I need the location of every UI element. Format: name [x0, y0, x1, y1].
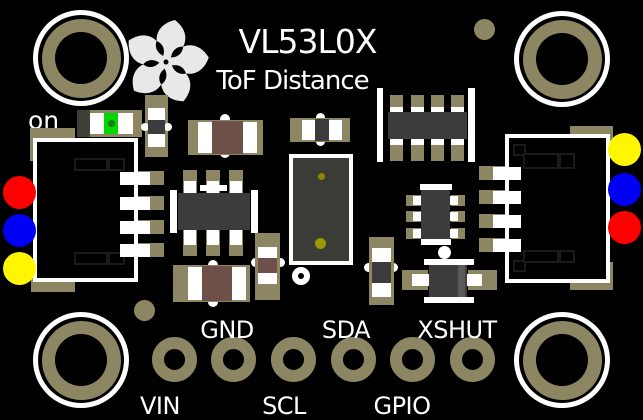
- mounting-hole-top-left: [33, 10, 129, 106]
- mounting-hole-bottom-left: [33, 312, 129, 408]
- sensor-emitter-aperture: [318, 173, 325, 180]
- fiducial-dot-2: [438, 246, 451, 259]
- wire-dot-right-blue[interactable]: [607, 172, 641, 206]
- wire-dot-left-yellow[interactable]: [2, 251, 36, 285]
- adafruit-flower-logo-icon: [128, 19, 209, 102]
- pin-pad-xshut[interactable]: [449, 336, 495, 382]
- pin-label-xshut: XSHUT: [417, 316, 497, 344]
- mounting-hole-top-right: [514, 11, 610, 107]
- wire-dot-left-red[interactable]: [2, 175, 36, 209]
- wire-dot-left-blue[interactable]: [2, 213, 36, 247]
- pin-pad-scl[interactable]: [270, 336, 316, 382]
- tof-sensor-module: [289, 154, 353, 265]
- pin-label-gpio: GPIO: [373, 392, 431, 420]
- via-dot: [133, 299, 155, 321]
- pin-pad-sda[interactable]: [330, 336, 376, 382]
- pin-label-gnd: GND: [200, 316, 254, 344]
- right-connector-body: [505, 134, 610, 283]
- pin-label-sda: SDA: [321, 316, 371, 344]
- wire-dot-right-yellow[interactable]: [607, 132, 641, 166]
- via-dot-2: [473, 19, 495, 40]
- pin-label-vin: VIN: [140, 392, 180, 420]
- pin-pad-gpio[interactable]: [390, 336, 435, 382]
- pin-label-scl: SCL: [262, 392, 306, 420]
- board-subtitle: ToF Distance: [216, 66, 369, 96]
- left-connector-body: [33, 138, 138, 282]
- board-title: VL53L0X: [238, 22, 378, 61]
- sensor-receiver-aperture: [315, 238, 326, 249]
- wire-dot-right-red[interactable]: [607, 210, 641, 244]
- pin-pad-gnd[interactable]: [211, 336, 256, 382]
- pin-pad-vin[interactable]: [151, 336, 197, 382]
- mounting-hole-bottom-right: [514, 312, 610, 408]
